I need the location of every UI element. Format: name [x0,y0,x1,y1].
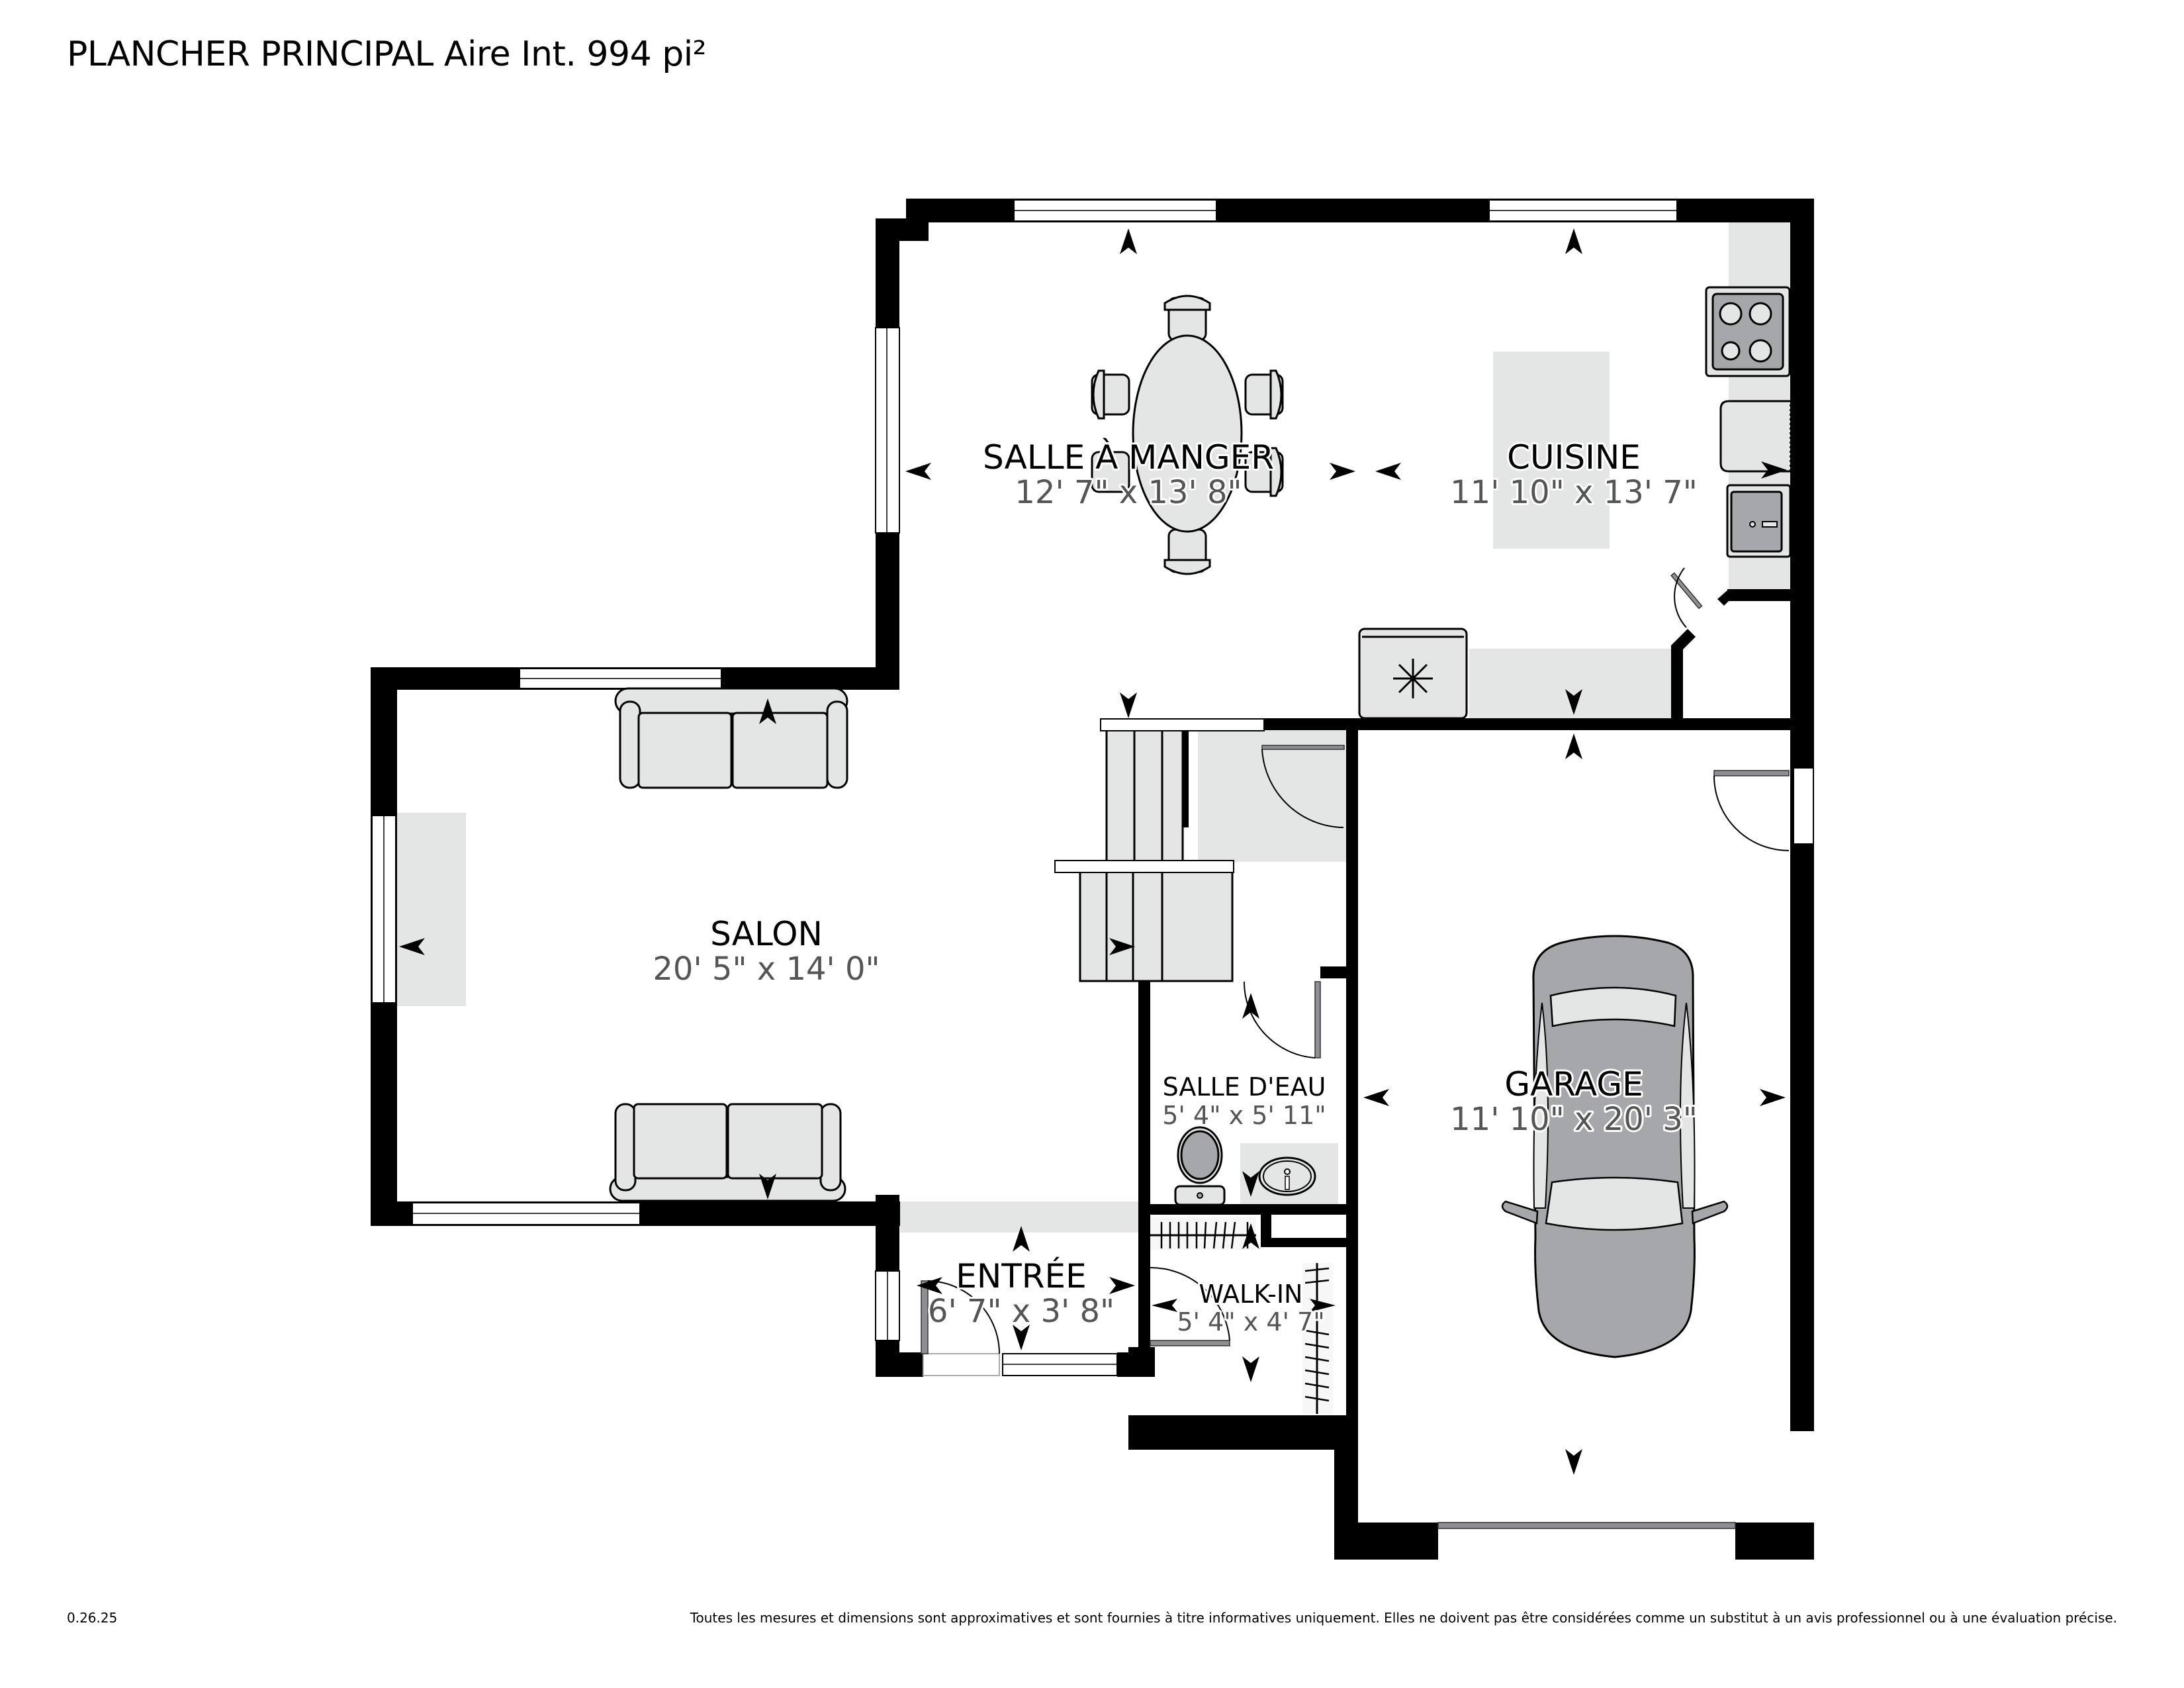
windows [371,199,1814,1376]
dining-table-icon [1091,295,1284,575]
car-icon [1501,935,1729,1358]
room-name: CUISINE [1507,438,1641,477]
room-dimensions: 5' 4" x 5' 11" [1162,1101,1326,1130]
room-dimensions: 5' 4" x 4' 7" [1177,1307,1324,1336]
camera-direction-arrow-icon [399,228,1787,1475]
room-name: SALLE D'EAU [1163,1072,1326,1102]
room-name: GARAGE [1504,1065,1643,1103]
room-label-walk-in: WALK-IN 5' 4" x 4' 7" [1175,1278,1326,1338]
doors [921,567,1790,1529]
room-label-salle-deau: SALLE D'EAU 5' 4" x 5' 11" [1160,1070,1328,1132]
cooktop-icon [1705,286,1791,377]
room-name: WALK-IN [1199,1280,1303,1309]
room-name: SALON [710,915,823,953]
toilet-icon [1174,1126,1226,1206]
refrigerator [1358,628,1468,720]
room-label-salon: SALON 20' 5" x 14' 0" [651,913,882,990]
room-label-entree: ENTRÉE 6' 7" x 3' 8" [926,1254,1116,1332]
room-label-garage: GARAGE 11' 10" x 20' 3" [1448,1063,1700,1140]
stairs-icon [1054,718,1265,982]
room-dimensions: 11' 10" x 13' 7" [1450,474,1698,511]
salon-fireplace-zone [397,813,466,1006]
sofa-icon [609,1103,846,1202]
room-label-salle-a-manger: SALLE À MANGER 12' 7" x 13' 8" [981,436,1276,513]
room-dimensions: 11' 10" x 20' 3" [1450,1101,1698,1138]
floor-title: PLANCHER PRINCIPAL Aire Int. 994 pi² [67,34,707,74]
sink-icon [1726,484,1792,558]
room-dimensions: 20' 5" x 14' 0" [653,951,880,988]
stair-landing [1198,728,1347,862]
sink-icon [1258,1156,1316,1196]
snowflake-icon [1393,659,1433,698]
closet-shelving [1150,1217,1333,1414]
dishwasher-icon [1719,400,1791,473]
room-label-cuisine: CUISINE 11' 10" x 13' 7" [1448,436,1700,513]
sofa-icon [614,687,848,789]
room-dimensions: 6' 7" x 3' 8" [928,1293,1115,1330]
room-name: ENTRÉE [956,1256,1086,1295]
entry-bench-zone [900,1201,1145,1233]
room-dimensions: 12' 7" x 13' 8" [1015,474,1242,511]
disclaimer-text: Toutes les mesures et dimensions sont ap… [690,1610,2117,1626]
version-label: 0.26.25 [67,1610,118,1626]
room-name: SALLE À MANGER [983,438,1274,477]
